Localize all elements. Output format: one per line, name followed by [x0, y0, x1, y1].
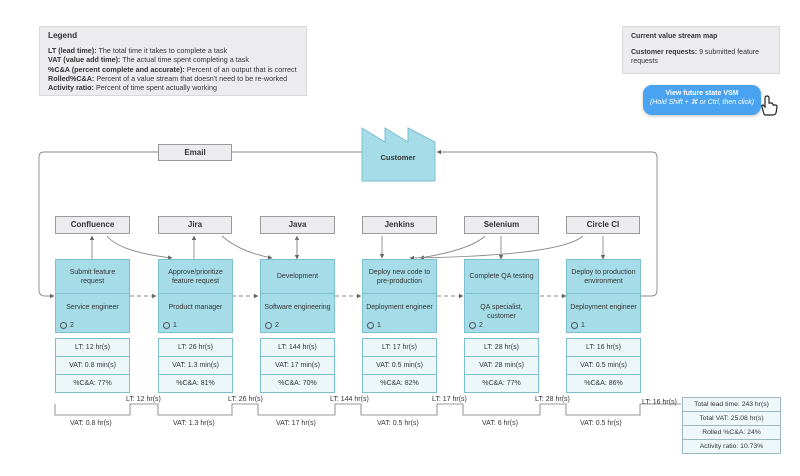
- timeline-vat: VAT: 17 hr(s): [276, 420, 316, 427]
- metrics-box: LT: 17 hr(s) VAT: 0.5 min(s) %C&A: 82%: [362, 338, 437, 393]
- tool-circle-ci: Circle CI: [566, 216, 640, 234]
- future-button-hint: (Hold Shift + ⌘ or Ctrl, then click): [649, 99, 755, 106]
- operator-count: 1: [163, 322, 177, 329]
- timeline-vat: VAT: 0.5 hr(s): [580, 420, 622, 427]
- operator-count: 1: [367, 322, 381, 329]
- operator-count: 2: [469, 322, 483, 329]
- timeline-lt: LT: 144 hr(s): [330, 396, 369, 403]
- metric-ca: %C&A: 82%: [380, 380, 419, 387]
- metric-lt: LT: 17 hr(s): [363, 339, 436, 357]
- process-role: Deployment engineer: [570, 304, 637, 311]
- metric-vat: VAT: 17 min(s): [261, 357, 334, 375]
- process-name: Approve/prioritize feature request: [159, 260, 232, 294]
- metric-vat: VAT: 0.5 min(s): [567, 357, 640, 375]
- process-qa-testing: Complete QA testing QA specialist, custo…: [464, 259, 539, 333]
- tool-java: Java: [260, 216, 335, 234]
- customer-factory-icon: [361, 127, 436, 182]
- timeline-lt: LT: 12 hr(s): [126, 396, 161, 403]
- tool-confluence: Confluence: [55, 216, 130, 234]
- legend-row-ca: %C&A (percent complete and accurate): Pe…: [48, 64, 297, 74]
- operator-icon: [265, 322, 272, 329]
- metrics-box: LT: 26 hr(s) VAT: 1.3 min(s) %C&A: 81%: [158, 338, 233, 393]
- metric-vat: VAT: 0.5 min(s): [363, 357, 436, 375]
- timeline-vat: VAT: 6 hr(s): [482, 420, 518, 427]
- metric-ca: %C&A: 70%: [278, 380, 317, 387]
- timeline-ladder: [54, 403, 681, 416]
- tool-selenium: Selenium: [464, 216, 539, 234]
- metric-vat: VAT: 28 min(s): [465, 357, 538, 375]
- timeline-vat: VAT: 0.5 hr(s): [377, 420, 419, 427]
- process-role: Software engineering: [264, 304, 331, 311]
- legend-panel: Legend LT (lead time): The total time it…: [39, 26, 307, 96]
- process-name: Submit feature request: [56, 260, 129, 294]
- process-deploy-production: Deploy to production environment Deploym…: [566, 259, 641, 333]
- summary-total-vat: Total VAT: 25.08 hr(s): [683, 412, 780, 426]
- metric-lt: LT: 26 hr(s): [159, 339, 232, 357]
- customer-requests: Customer requests: 9 submitted feature r…: [631, 49, 760, 65]
- metrics-box: LT: 16 hr(s) VAT: 0.5 min(s) %C&A: 86%: [566, 338, 641, 393]
- current-vsm-panel: Current value stream map Customer reques…: [622, 26, 780, 74]
- current-vsm-title: Current value stream map: [631, 33, 718, 40]
- legend-title: Legend: [48, 31, 78, 40]
- operator-icon: [571, 322, 578, 329]
- operator-count: 2: [265, 322, 279, 329]
- process-approve-prioritize: Approve/prioritize feature request Produ…: [158, 259, 233, 333]
- legend-row-activity: Activity ratio: Percent of time spent ac…: [48, 83, 217, 93]
- process-name: Deploy new code to pre-production: [363, 260, 436, 294]
- metric-ca: %C&A: 77%: [482, 380, 521, 387]
- future-button-label: View future state VSM: [665, 90, 739, 97]
- metric-ca: %C&A: 77%: [73, 380, 112, 387]
- pointer-hand-icon: [761, 95, 778, 116]
- metric-lt: LT: 12 hr(s): [56, 339, 129, 357]
- metric-lt: LT: 144 hr(s): [261, 339, 334, 357]
- operator-icon: [367, 322, 374, 329]
- view-future-state-button[interactable]: View future state VSM (Hold Shift + ⌘ or…: [643, 85, 761, 115]
- operator-icon: [469, 322, 476, 329]
- summary-activity-ratio: Activity ratio: 10.73%: [699, 443, 764, 450]
- metric-lt: LT: 28 hr(s): [465, 339, 538, 357]
- legend-row-rolled: Rolled%C&A: Percent of a value stream th…: [48, 73, 288, 83]
- timeline-lt: LT: 17 hr(s): [432, 396, 467, 403]
- summary-rolled-ca: Rolled %C&A: 24%: [683, 426, 780, 440]
- process-role: Product manager: [168, 304, 223, 311]
- metrics-box: LT: 144 hr(s) VAT: 17 min(s) %C&A: 70%: [260, 338, 335, 393]
- tool-jenkins: Jenkins: [362, 216, 437, 234]
- process-submit-feature-request: Submit feature request Service engineer …: [55, 259, 130, 333]
- metrics-box: LT: 12 hr(s) VAT: 0.8 min(s) %C&A: 77%: [55, 338, 130, 393]
- tool-jira: Jira: [158, 216, 232, 234]
- metric-vat: VAT: 0.8 min(s): [56, 357, 129, 375]
- operator-icon: [60, 322, 67, 329]
- process-role: Deployment engineer: [366, 304, 433, 311]
- process-name: Development: [261, 260, 334, 294]
- timeline-vat: VAT: 0.8 hr(s): [70, 420, 112, 427]
- operator-icon: [163, 322, 170, 329]
- timeline-vat: VAT: 1.3 hr(s): [173, 420, 215, 427]
- customer-label: Customer: [380, 153, 416, 162]
- process-name: Complete QA testing: [465, 260, 538, 294]
- metric-vat: VAT: 1.3 min(s): [159, 357, 232, 375]
- operator-count: 2: [60, 322, 74, 329]
- timeline-lt: LT: 16 hr(s): [642, 399, 677, 406]
- legend-row-lt: LT (lead time): The total time it takes …: [48, 46, 228, 56]
- timeline-lt: LT: 26 hr(s): [228, 396, 263, 403]
- process-name: Deploy to production environment: [567, 260, 640, 294]
- legend-row-vat: VAT (value add time): The actual time sp…: [48, 55, 249, 65]
- timeline-lt: LT: 28 hr(s): [535, 396, 570, 403]
- process-development: Development Software engineering 2: [260, 259, 335, 333]
- summary-box: Total lead time: 243 hr(s) Total VAT: 25…: [682, 397, 781, 454]
- summary-total-lead-time: Total lead time: 243 hr(s): [683, 398, 780, 412]
- process-deploy-preproduction: Deploy new code to pre-production Deploy…: [362, 259, 437, 333]
- email-box: Email: [158, 144, 232, 161]
- metric-ca: %C&A: 86%: [584, 380, 623, 387]
- operator-count: 1: [571, 322, 585, 329]
- process-role: QA specialist, customer: [480, 304, 523, 320]
- metric-ca: %C&A: 81%: [176, 380, 215, 387]
- process-role: Service engineer: [66, 304, 119, 311]
- metrics-box: LT: 28 hr(s) VAT: 28 min(s) %C&A: 77%: [464, 338, 539, 393]
- metric-lt: LT: 16 hr(s): [567, 339, 640, 357]
